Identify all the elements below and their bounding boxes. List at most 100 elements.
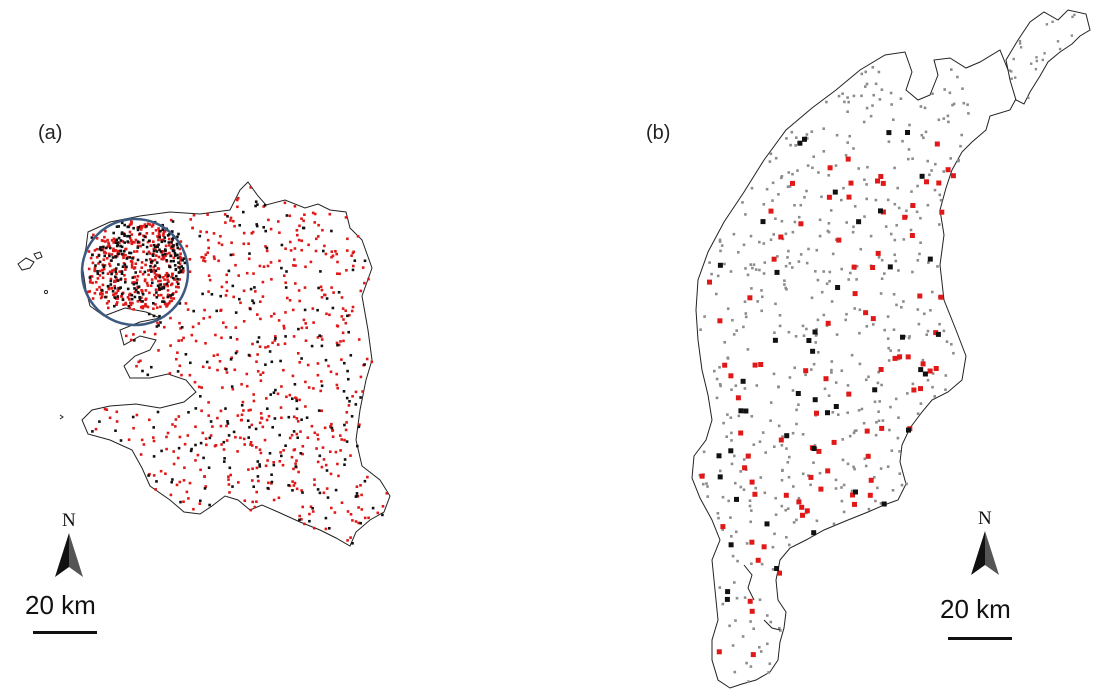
- map-point: [109, 279, 113, 283]
- map-point: [243, 499, 247, 502]
- map-point: [265, 249, 269, 253]
- map-point: [225, 368, 228, 371]
- map-point: [316, 308, 319, 312]
- map-point: [310, 344, 314, 348]
- map-point: [130, 293, 134, 297]
- map-point: [114, 275, 117, 279]
- map-point: [301, 491, 304, 494]
- map-point: [194, 459, 197, 462]
- map-point: [231, 253, 235, 256]
- map-point: [948, 91, 952, 95]
- map-point: [168, 372, 172, 375]
- map-point: [169, 296, 173, 299]
- map-point: [934, 162, 937, 166]
- map-point: [187, 497, 190, 500]
- map-point: [730, 431, 733, 435]
- map-point: [748, 499, 752, 502]
- map-point: [176, 351, 179, 354]
- map-point: [106, 238, 109, 242]
- map-point: [185, 244, 189, 248]
- map-point: [1019, 46, 1023, 49]
- map-point: [835, 133, 839, 137]
- map-point: [277, 220, 280, 223]
- map-point: [937, 118, 941, 122]
- map-point: [859, 247, 863, 251]
- map-point: [133, 287, 136, 290]
- map-point: [934, 141, 940, 147]
- map-point: [112, 241, 115, 244]
- map-point: [266, 264, 270, 268]
- map-point: [350, 254, 353, 257]
- map-point: [159, 305, 162, 309]
- map-point: [124, 268, 127, 271]
- map-point: [316, 488, 320, 491]
- map-point: [99, 246, 102, 249]
- map-point: [229, 219, 232, 222]
- map-point: [225, 439, 229, 442]
- map-point: [752, 627, 755, 630]
- map-point: [276, 392, 280, 396]
- map-point: [346, 237, 349, 241]
- map-point: [723, 341, 726, 344]
- map-point: [157, 238, 160, 242]
- map-point: [923, 106, 927, 110]
- map-point: [743, 596, 747, 599]
- map-point: [129, 303, 133, 307]
- map-point: [917, 293, 923, 299]
- map-point: [363, 363, 366, 366]
- map-point: [208, 503, 211, 507]
- map-point: [155, 250, 159, 253]
- map-point: [830, 300, 834, 303]
- map-point: [877, 70, 881, 74]
- map-point: [249, 441, 253, 444]
- map-point: [126, 296, 130, 299]
- map-point: [165, 282, 169, 286]
- map-point: [721, 528, 724, 531]
- map-point: [873, 476, 876, 479]
- map-point: [170, 240, 173, 244]
- map-point: [104, 229, 107, 233]
- map-point: [761, 544, 767, 550]
- map-point: [790, 180, 795, 186]
- map-point: [329, 472, 333, 476]
- map-point: [229, 358, 233, 361]
- map-point: [87, 267, 91, 271]
- map-point: [777, 424, 781, 428]
- map-point: [136, 300, 140, 303]
- map-point: [744, 312, 748, 315]
- map-point: [225, 273, 228, 277]
- map-point: [931, 92, 934, 95]
- map-point: [156, 321, 159, 325]
- map-point: [176, 370, 180, 373]
- map-point: [112, 231, 115, 235]
- map-point: [282, 449, 285, 452]
- map-point: [348, 400, 351, 403]
- map-point: [923, 312, 926, 316]
- map-point: [284, 311, 287, 314]
- map-point: [732, 333, 736, 336]
- map-point: [924, 179, 929, 185]
- map-point: [182, 500, 185, 503]
- map-point: [302, 226, 305, 230]
- map-point: [933, 395, 936, 398]
- map-point: [879, 502, 883, 505]
- map-point: [138, 296, 141, 299]
- map-point: [304, 322, 307, 325]
- map-point: [926, 329, 930, 333]
- map-point: [303, 286, 307, 289]
- island: [17, 257, 35, 271]
- map-point: [226, 422, 230, 425]
- map-point: [132, 333, 135, 336]
- map-point: [345, 411, 349, 414]
- region-outline-b-north: [1005, 9, 1091, 105]
- map-point: [133, 295, 137, 299]
- map-point: [797, 496, 801, 500]
- map-point: [803, 368, 809, 374]
- map-point: [110, 287, 113, 290]
- map-point: [112, 247, 115, 251]
- map-point: [251, 299, 254, 302]
- map-point: [102, 265, 106, 268]
- map-point: [171, 237, 174, 241]
- map-point: [161, 228, 165, 231]
- map-point: [153, 293, 156, 297]
